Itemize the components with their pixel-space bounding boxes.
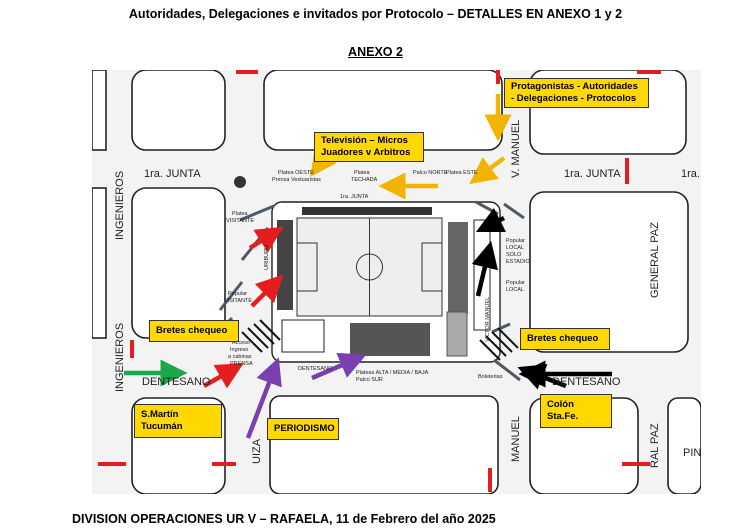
block-bottom-far-right	[667, 397, 702, 495]
label-platea-este: Platea ESTE	[446, 170, 478, 176]
label-solo: SOLO	[506, 252, 522, 258]
label-platea-visitante: Platea	[232, 211, 249, 217]
barrier-3	[218, 281, 244, 311]
red-marker-1	[236, 70, 258, 74]
red-marker-9	[622, 462, 650, 466]
note-bretes-right: Bretes chequeo	[520, 328, 610, 350]
barrier-7	[493, 358, 521, 382]
block-top-far-left	[91, 69, 107, 151]
orange-arrow-3	[469, 156, 506, 185]
barrier-1	[239, 204, 275, 222]
street-general-paz-bottom: RAL PAZ	[649, 423, 661, 468]
header-title: Autoridades, Delegaciones e invitados po…	[128, 7, 623, 21]
pitch-box-left	[296, 242, 318, 292]
black-arrow-1	[471, 240, 499, 297]
pitch-center-circle	[356, 253, 383, 281]
street-v-manuel-bottom: MANUEL	[510, 416, 522, 462]
red-marker-5	[130, 340, 134, 358]
red-marker-6	[98, 462, 126, 466]
label-local: LOCAL	[506, 287, 524, 293]
annex-title: ANEXO 2	[348, 45, 403, 59]
purple-arrow-2	[311, 352, 367, 381]
label-visitante: VISITANTE	[226, 218, 254, 224]
block-mid-left	[131, 187, 226, 339]
bretes-right	[479, 327, 519, 361]
red-marker-2	[496, 70, 500, 84]
label-uriburu: URIBURU	[264, 245, 270, 270]
street-junta-far-right: 1ra.	[681, 168, 700, 180]
building-southwest	[281, 319, 325, 353]
street-general-paz: GENERAL PAZ	[649, 222, 661, 298]
block-mid-right	[529, 191, 689, 353]
red-arrow-3	[202, 363, 244, 389]
red-arrow-1	[248, 226, 284, 253]
label-ingreso: Ingreso	[230, 347, 248, 353]
red-markers	[98, 70, 661, 492]
label-palco-sur: Palco SUR	[356, 377, 383, 383]
street-dentesano-left: DENTESANO	[142, 376, 211, 388]
pitch-box-right	[421, 242, 443, 292]
street-quiza: UIZA	[251, 438, 263, 464]
street-junta-right: 1ra. JUNTA	[564, 168, 621, 180]
red-marker-3	[637, 70, 661, 74]
note-bretes-left: Bretes chequeo	[149, 320, 239, 342]
stand-east	[448, 222, 468, 314]
label-victor-manuel: VICTOR MANUEL	[485, 297, 491, 342]
stadium-map: INGENIEROS INGENIEROS 1ra. JUNTA 1ra. JU…	[91, 69, 702, 495]
label-platea-oeste: Platea OESTE	[278, 170, 314, 176]
label-prensa: PRENSA	[230, 361, 253, 367]
barrier-6	[503, 202, 525, 220]
street-ingenieros-bottom: INGENIEROS	[114, 323, 126, 392]
red-marker-4	[625, 158, 629, 184]
red-marker-7	[212, 462, 236, 466]
stand-west	[277, 220, 293, 310]
label-popular-local-solo: Popular	[506, 238, 525, 244]
street-junta-left: 1ra. JUNTA	[144, 168, 201, 180]
street-labels: INGENIEROS INGENIEROS 1ra. JUNTA 1ra. JU…	[114, 120, 701, 468]
black-arrow-3	[517, 364, 567, 390]
black-arrow-4	[475, 207, 507, 233]
arrows	[124, 94, 612, 439]
label-techada: TECHADA	[351, 177, 378, 183]
label-acceso: Acceso	[232, 340, 250, 346]
label-popular-visitante-2: VISITANTE	[224, 298, 252, 304]
note-protagonistas: Protagonistas - Autoridades - Delegacion…	[504, 78, 649, 108]
label-palco-norte: Palco NORTE	[413, 170, 448, 176]
label-popular-visitante: Popular	[228, 291, 247, 297]
bretes-left	[241, 319, 281, 353]
label-boleterias: Boleterias	[478, 374, 503, 380]
street-dentesano-right: DENTESANO	[552, 376, 621, 388]
label-platea-techada: Platea	[354, 170, 371, 176]
note-smartin: S.Martín Tucumán	[134, 404, 222, 438]
label-junta-stadium: 1ra. JUNTA	[340, 194, 369, 200]
note-colon: Colón Sta.Fe.	[540, 394, 612, 428]
map-canvas: INGENIEROS INGENIEROS 1ra. JUNTA 1ra. JU…	[91, 69, 702, 495]
label-estadio: ESTADIO	[506, 259, 530, 265]
stand-southeast	[446, 311, 468, 357]
street-v-manuel-top: V. MANUEL	[510, 120, 522, 178]
street-pin: PIN	[683, 447, 701, 459]
label-plateas-sur: Plateas ALTA / MEDIA / BAJA	[356, 370, 429, 376]
footer-text: DIVISION OPERACIONES UR V – RAFAELA, 11 …	[72, 512, 496, 526]
street-ingenieros-top: INGENIEROS	[114, 171, 126, 240]
note-periodismo: PERIODISMO	[267, 418, 339, 440]
block-top-left	[131, 69, 226, 151]
label-local-solo: LOCAL	[506, 245, 524, 251]
label-popular-local: Popular	[506, 280, 525, 286]
block-bottom-center	[269, 395, 499, 495]
stand-north	[302, 207, 432, 215]
label-prensa-vestuaristas: Prensa Vestuaristas	[272, 177, 321, 183]
red-arrow-2	[250, 274, 284, 308]
purple-arrow-1	[245, 357, 282, 439]
landmark-icon	[234, 176, 246, 188]
block-mid-far-left	[91, 187, 107, 339]
note-television: Televisión – Micros Juadores v Arbitros	[314, 132, 424, 162]
stand-south	[350, 323, 430, 356]
label-dentesano-stadium: DENTESANO	[298, 366, 333, 372]
stadium-labels: Platea OESTE Prensa Vestuaristas Platea …	[224, 170, 530, 383]
label-a-cabinas: a cabinas	[228, 354, 252, 360]
red-marker-8	[488, 468, 492, 492]
barrier-8	[491, 322, 511, 334]
